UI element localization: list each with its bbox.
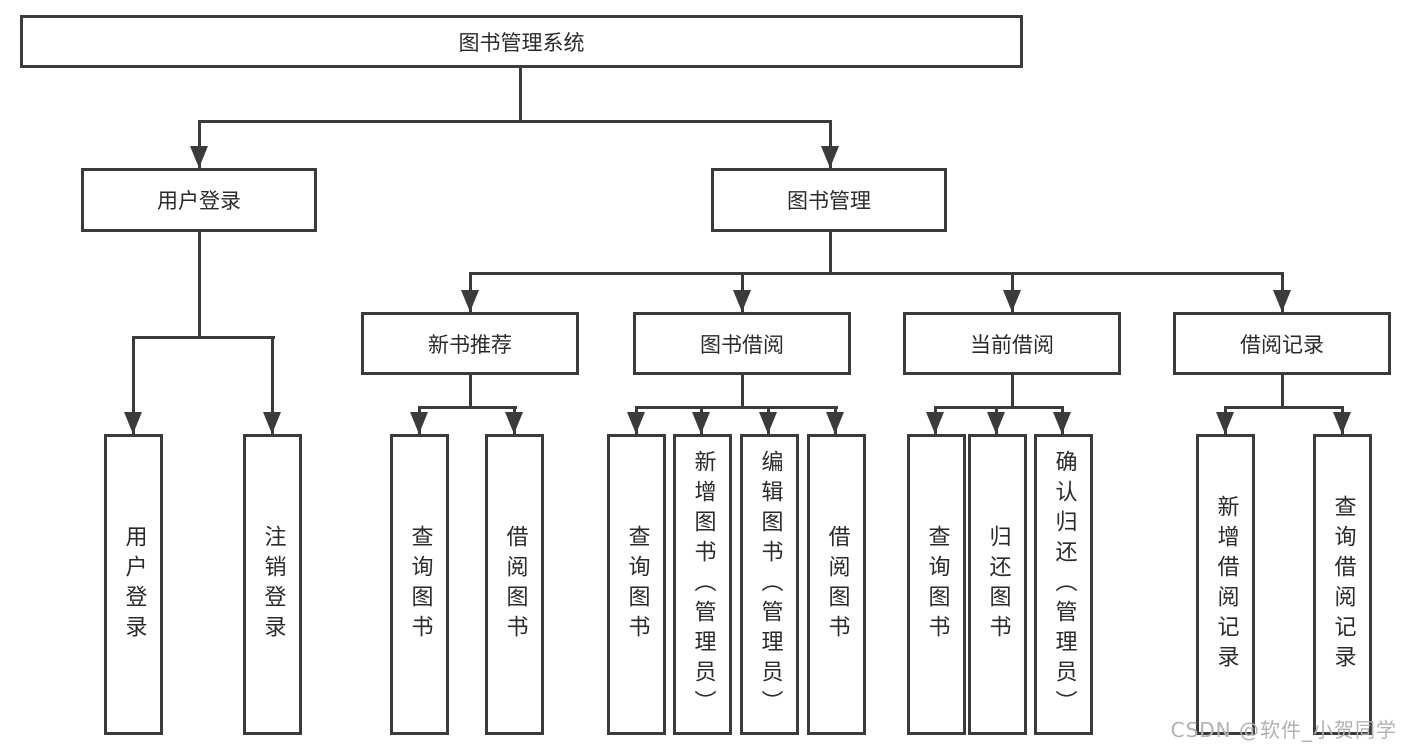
down-arrowhead-icon bbox=[263, 412, 281, 434]
connector-line bbox=[1224, 406, 1344, 409]
leaf-user-login: 用户登录 bbox=[104, 434, 163, 735]
leaf-query-books-borrow: 查询图书 bbox=[607, 434, 666, 735]
leaf-edit-book-admin-label: 编辑图书（管理员） bbox=[757, 449, 783, 720]
leaf-return-book-label: 归还图书 bbox=[985, 524, 1011, 645]
down-arrowhead-icon bbox=[987, 412, 1005, 434]
leaf-borrow-books-recommend-label: 借阅图书 bbox=[502, 524, 528, 645]
node-user-login: 用户登录 bbox=[81, 168, 317, 232]
leaf-query-books-recommend-label: 查询图书 bbox=[407, 524, 433, 645]
connector-line bbox=[934, 406, 1064, 409]
down-arrowhead-icon bbox=[1216, 412, 1234, 434]
leaf-logout-label: 注销登录 bbox=[260, 524, 286, 645]
leaf-query-borrow-record-label: 查询借阅记录 bbox=[1330, 494, 1356, 675]
connector-line bbox=[469, 272, 1284, 275]
connector-line bbox=[198, 232, 201, 336]
down-arrowhead-icon bbox=[124, 412, 142, 434]
down-arrowhead-icon bbox=[410, 412, 428, 434]
down-arrowhead-icon bbox=[461, 290, 479, 312]
connector-line bbox=[1281, 375, 1284, 406]
down-arrowhead-icon bbox=[826, 412, 844, 434]
down-arrowhead-icon bbox=[1003, 290, 1021, 312]
down-arrowhead-icon bbox=[821, 146, 839, 168]
connector-line bbox=[132, 336, 275, 339]
connector-line bbox=[829, 120, 832, 168]
down-arrowhead-icon bbox=[759, 412, 777, 434]
leaf-add-book-admin: 新增图书（管理员） bbox=[673, 434, 732, 735]
node-book-management: 图书管理 bbox=[711, 168, 947, 232]
connector-line bbox=[198, 120, 201, 168]
leaf-user-login-label: 用户登录 bbox=[121, 524, 147, 645]
node-book-borrow: 图书借阅 bbox=[633, 312, 851, 375]
node-book-management-label: 图书管理 bbox=[787, 189, 871, 213]
leaf-add-borrow-record: 新增借阅记录 bbox=[1196, 434, 1255, 735]
connector-line bbox=[635, 406, 838, 409]
leaf-query-books-borrow-label: 查询图书 bbox=[624, 524, 650, 645]
leaf-query-books-current-label: 查询图书 bbox=[924, 524, 950, 645]
down-arrowhead-icon bbox=[1273, 290, 1291, 312]
down-arrowhead-icon bbox=[733, 290, 751, 312]
leaf-borrow-books-borrow-label: 借阅图书 bbox=[824, 524, 850, 645]
down-arrowhead-icon bbox=[1333, 412, 1351, 434]
connector-line bbox=[271, 336, 274, 434]
down-arrowhead-icon bbox=[505, 412, 523, 434]
leaf-confirm-return-admin: 确认归还（管理员） bbox=[1034, 434, 1093, 735]
node-system-label: 图书管理系统 bbox=[458, 30, 585, 55]
leaf-borrow-books-borrow: 借阅图书 bbox=[807, 434, 866, 735]
node-system: 图书管理系统 bbox=[20, 15, 1023, 68]
leaf-add-borrow-record-label: 新增借阅记录 bbox=[1213, 494, 1239, 675]
node-new-book-recommend-label: 新书推荐 bbox=[428, 332, 512, 357]
connector-line bbox=[741, 375, 744, 406]
node-user-login-label: 用户登录 bbox=[157, 189, 241, 213]
leaf-logout: 注销登录 bbox=[243, 434, 302, 735]
leaf-add-book-admin-label: 新增图书（管理员） bbox=[690, 449, 716, 720]
connector-line bbox=[198, 120, 832, 123]
down-arrowhead-icon bbox=[627, 412, 645, 434]
node-borrow-records: 借阅记录 bbox=[1173, 312, 1391, 375]
node-borrow-records-label: 借阅记录 bbox=[1240, 332, 1324, 357]
node-current-borrow: 当前借阅 bbox=[903, 312, 1121, 375]
connector-line bbox=[829, 232, 832, 272]
leaf-query-books-current: 查询图书 bbox=[907, 434, 966, 735]
connector-line bbox=[1011, 375, 1014, 406]
watermark: CSDN @软件_小贺同学 bbox=[1170, 718, 1397, 742]
connector-line bbox=[132, 336, 135, 434]
down-arrowhead-icon bbox=[692, 412, 710, 434]
connector-line bbox=[469, 375, 472, 406]
node-current-borrow-label: 当前借阅 bbox=[970, 332, 1054, 357]
leaf-query-borrow-record: 查询借阅记录 bbox=[1313, 434, 1372, 735]
down-arrowhead-icon bbox=[190, 146, 208, 168]
leaf-borrow-books-recommend: 借阅图书 bbox=[485, 434, 544, 735]
node-new-book-recommend: 新书推荐 bbox=[361, 312, 579, 375]
connector-line bbox=[418, 406, 517, 409]
down-arrowhead-icon bbox=[926, 412, 944, 434]
leaf-confirm-return-admin-label: 确认归还（管理员） bbox=[1051, 449, 1077, 720]
leaf-return-book: 归还图书 bbox=[968, 434, 1027, 735]
node-book-borrow-label: 图书借阅 bbox=[700, 332, 784, 357]
leaf-query-books-recommend: 查询图书 bbox=[390, 434, 449, 735]
connector-line bbox=[519, 68, 522, 120]
leaf-edit-book-admin: 编辑图书（管理员） bbox=[740, 434, 799, 735]
down-arrowhead-icon bbox=[1053, 412, 1071, 434]
